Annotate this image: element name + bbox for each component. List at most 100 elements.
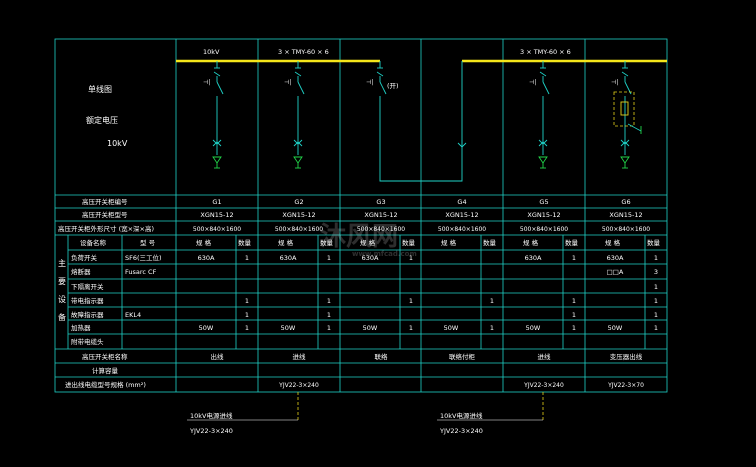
panel-spec-header: 规 格 — [360, 238, 376, 247]
panel-spec-header: 规 格 — [523, 238, 539, 247]
earth-switch-icon: ⊣| — [366, 79, 373, 86]
panel-qty-cell: 1 — [654, 311, 658, 319]
panel-spec-cell: 50W — [281, 324, 296, 332]
panel-qty-cell: 1 — [490, 324, 494, 332]
feeder-g1: ⊣| — [203, 61, 224, 169]
equipment-name: 带电指示器 — [71, 296, 104, 305]
label-cabinet-name: 高压开关柜名称 — [82, 352, 128, 361]
panel-qty-cell: 1 — [572, 311, 576, 319]
panel-name: 联络 — [375, 352, 389, 361]
rated-voltage-label: 额定电压 — [86, 115, 118, 125]
panel-qty-cell: 1 — [327, 297, 331, 305]
panel-qty-cell: 1 — [572, 254, 576, 262]
equipment-type: SF6(三工位) — [125, 253, 162, 262]
panel-qty-cell: 1 — [409, 324, 413, 332]
incoming-note-1-title: 10kV电源进线 — [190, 411, 233, 420]
panel-qty-cell: 1 — [654, 297, 658, 305]
panel-spec-cell: 630A — [280, 254, 297, 262]
panel-spec-cell: 50W — [363, 324, 378, 332]
panel-cable: YJV22-3×70 — [607, 382, 644, 389]
panel-name: 进线 — [538, 352, 552, 361]
panel-dims: 500×840×1600 — [602, 226, 650, 233]
feeder-symbols: ⊣| ⊣| ⊣| ⊣| ⊣| — [203, 61, 632, 169]
panel-model: XGN15-12 — [609, 211, 642, 219]
panel-qty-cell: 1 — [245, 324, 249, 332]
panel-spec-header: 规 格 — [605, 238, 621, 247]
watermark-logo: 沐风网 — [320, 222, 398, 252]
panel-dims: 500×840×1600 — [275, 226, 323, 233]
panel-qty-cell: 1 — [490, 297, 494, 305]
main-equip-char-2: 要 — [58, 277, 66, 286]
equipment-type: Fusarc CF — [125, 268, 157, 276]
panel-spec-cell: 50W — [444, 324, 459, 332]
panel-no: G2 — [294, 198, 303, 206]
equipment-name: 下隔离开关 — [71, 282, 104, 291]
panel-no: G5 — [539, 198, 548, 206]
panel-qty-cell: 1 — [245, 254, 249, 262]
panel-dims: 500×840×1600 — [193, 226, 241, 233]
equipment-name: 负荷开关 — [71, 253, 98, 262]
feeder-g3: ⊣| — [366, 61, 387, 160]
panel-spec-headers: 规 格数量规 格数量规 格数量规 格数量规 格数量规 格数量 — [196, 238, 661, 247]
main-equip-char-4: 备 — [58, 312, 66, 322]
panel-cable: YJV22-3×240 — [523, 382, 564, 389]
earth-switch-icon: ⊣| — [284, 79, 291, 86]
panel-qty-cell: 1 — [654, 324, 658, 332]
panel-spec-cell: 50W — [199, 324, 214, 332]
tie-connection — [379, 61, 463, 182]
panel-spec-header: 规 格 — [278, 238, 294, 247]
panel-model: XGN15-12 — [445, 211, 478, 219]
panel-qty-cell: 1 — [572, 324, 576, 332]
incoming-note-2-title: 10kV电源进线 — [440, 411, 483, 420]
panel-cable: YJV22-3×240 — [278, 382, 319, 389]
panel-qty-cell: 1 — [245, 311, 249, 319]
panel-name: 联络付柜 — [449, 352, 476, 361]
panel-spec-cell: 630A — [525, 254, 542, 262]
incoming-callouts — [187, 392, 544, 421]
panel-qty-header: 数量 — [320, 238, 334, 247]
panel-spec-cell: 630A — [362, 254, 379, 262]
panel-model: XGN15-12 — [364, 211, 397, 219]
bus-label-10kv: 10kV — [203, 48, 220, 56]
equipment-name: 加热器 — [71, 323, 91, 332]
label-cabinet-dims: 高压开关柜外形尺寸 (宽×深×高) — [58, 224, 154, 233]
panel-dims: 500×840×1600 — [438, 226, 486, 233]
panel-qty-cell: 1 — [327, 324, 331, 332]
earth-switch-icon: ⊣| — [611, 79, 618, 86]
panel-no: G4 — [457, 198, 466, 206]
label-cable-model: 进出线电缆型号规格 (mm²) — [65, 380, 146, 389]
bus-label-right: 3 × TMY-60 × 6 — [520, 48, 571, 56]
panel-no: G6 — [621, 198, 630, 206]
panel-spec-cell: □□A — [607, 268, 624, 276]
panel-qty-header: 数量 — [483, 238, 497, 247]
panel-spec-header: 规 格 — [196, 238, 212, 247]
equip-header-name: 设备名称 — [80, 238, 107, 247]
panel-spec-cell: 630A — [607, 254, 624, 262]
panel-qty-cell: 1 — [327, 254, 331, 262]
table-grid — [54, 38, 668, 393]
panel-qty-cell: 1 — [409, 254, 413, 262]
feeder-g4 — [457, 140, 467, 148]
equipment-name: 熔断器 — [71, 267, 91, 276]
g3-switch-note: (开) — [387, 82, 399, 90]
rated-voltage-value: 10kV — [107, 139, 128, 148]
feeder-g5: ⊣| — [529, 61, 550, 169]
panel-qty-header: 数量 — [238, 238, 252, 247]
panel-qty-header: 数量 — [647, 238, 661, 247]
panel-model: XGN15-12 — [527, 211, 560, 219]
equipment-name: 附带电缆头 — [71, 337, 104, 346]
main-equip-char-1: 主 — [58, 258, 66, 268]
g6-measuring-unit — [613, 91, 642, 134]
bus-label-left: 3 × TMY-60 × 6 — [278, 48, 329, 56]
panel-no: G3 — [376, 198, 385, 206]
panel-qty-cell: 1 — [245, 297, 249, 305]
panel-no: G1 — [212, 198, 221, 206]
panel-qty-header: 数量 — [565, 238, 579, 247]
equipment-name: 故障指示器 — [71, 310, 104, 319]
label-cabinet-model: 高压开关柜型号 — [82, 210, 128, 219]
diagram-title: 单线图 — [88, 84, 112, 94]
earth-switch-icon: ⊣| — [203, 79, 210, 86]
label-cabinet-no: 高压开关柜编号 — [82, 197, 128, 206]
panel-name: 出线 — [211, 352, 225, 361]
feeder-g2: ⊣| — [284, 61, 305, 169]
